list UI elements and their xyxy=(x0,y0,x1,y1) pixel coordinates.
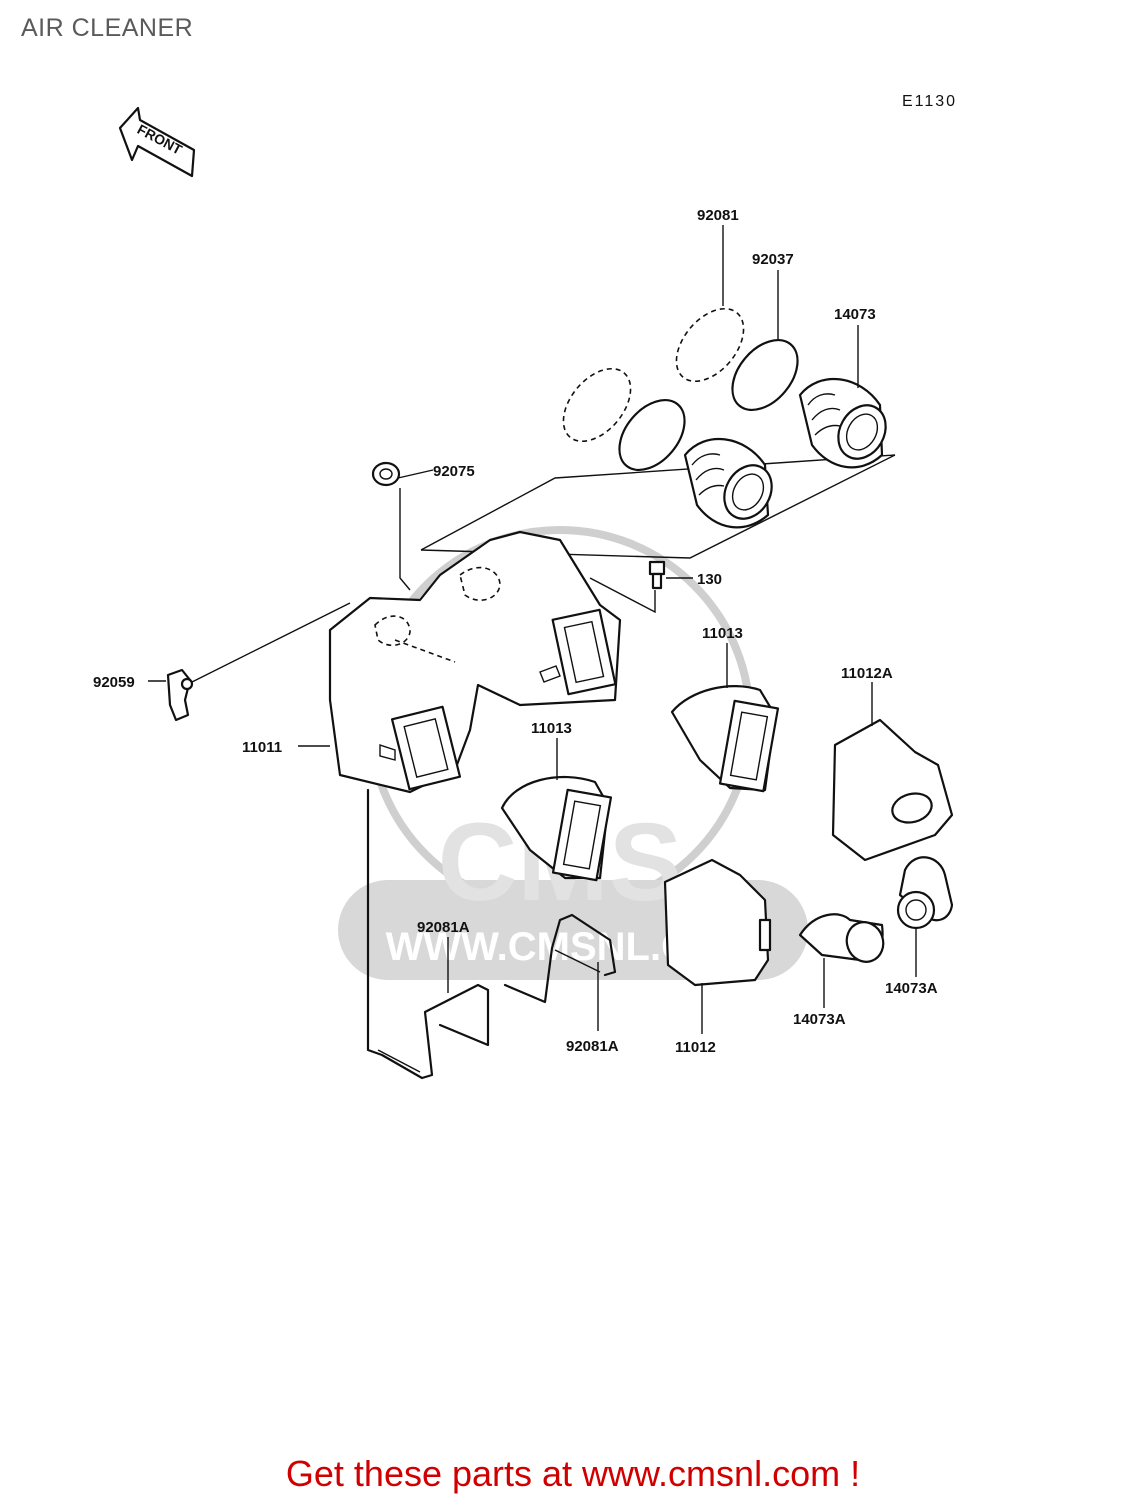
label-14073A-right: 14073A xyxy=(885,980,938,997)
clamp-92037-lower xyxy=(618,398,686,472)
ring-92081-upper xyxy=(675,307,745,383)
boot-14073-lower xyxy=(683,437,773,529)
cover-11012 xyxy=(663,858,772,987)
label-11013-upper: 11013 xyxy=(702,625,743,642)
filter-11013-upper xyxy=(670,685,780,793)
fitting-92059 xyxy=(166,668,194,722)
cover-11012A xyxy=(831,718,954,862)
label-11012A: 11012A xyxy=(841,665,893,682)
housing-11011 xyxy=(328,530,622,794)
label-92081A-right: 92081A xyxy=(566,1038,619,1055)
duct-14073A-right xyxy=(896,856,954,930)
label-92059: 92059 xyxy=(93,674,135,691)
wire-clip-92081A-left xyxy=(366,788,490,1080)
boot-14073-upper xyxy=(798,377,887,469)
grommet-92075 xyxy=(371,461,434,591)
label-11011: 11011 xyxy=(242,739,282,756)
label-92037: 92037 xyxy=(752,251,794,268)
footer-link[interactable]: Get these parts at www.cmsnl.com ! xyxy=(285,1453,861,1494)
diagram-code: E1130 xyxy=(902,93,957,110)
part-labels: 92081 92037 14073 92075 130 11013 11012A… xyxy=(93,207,938,1056)
bolt-130 xyxy=(648,560,693,590)
front-arrow-icon: FRONT xyxy=(118,106,196,178)
label-92081: 92081 xyxy=(697,207,739,224)
label-14073A-lower: 14073A xyxy=(793,1011,846,1028)
label-14073: 14073 xyxy=(834,306,876,323)
ring-92081-lower xyxy=(562,367,632,443)
label-130: 130 xyxy=(697,571,722,588)
duct-14073A-lower xyxy=(798,913,885,963)
wire-clip-92081A-right xyxy=(503,913,617,1004)
filter-11013-lower xyxy=(500,775,613,882)
label-92075: 92075 xyxy=(433,463,475,480)
page-title: AIR CLEANER xyxy=(21,14,194,42)
label-11012: 11012 xyxy=(675,1039,716,1056)
label-92081A-left: 92081A xyxy=(417,919,470,936)
leader-lines xyxy=(148,225,917,1034)
label-11013-lower: 11013 xyxy=(531,720,572,737)
clamp-92037-upper xyxy=(731,338,799,412)
